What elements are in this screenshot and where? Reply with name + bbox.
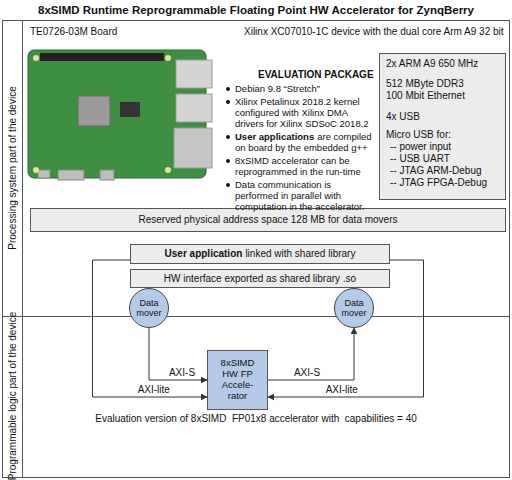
- usb-port: [176, 94, 212, 122]
- memory-chip: [120, 102, 140, 117]
- ps-pl-divider: [3, 316, 510, 317]
- node-text-holder: User applicationlinked with shared libra…: [131, 245, 389, 263]
- text-label: Xilinx XC07010-1C device with the dual c…: [244, 26, 504, 37]
- bullet-item: Data communication is performed in paral…: [226, 179, 376, 212]
- node-text-holder: Data mover: [129, 288, 169, 328]
- bullet-text: Xilinx Petalinux 2018.2 kernel configure…: [235, 96, 369, 129]
- text-label: EVALUATION PACKAGE: [258, 69, 374, 80]
- mounting-hole: [33, 167, 39, 173]
- bullet-text: User applications: [235, 131, 314, 142]
- bullet-dot: [226, 183, 230, 187]
- node-text-holder: 8xSIMD HW FP Accele- rator: [208, 351, 267, 409]
- hdmi-port: [58, 170, 84, 180]
- bullet-text: Debian 9.8 “Stretch”: [235, 83, 320, 94]
- bullet-list: Debian 9.8 “Stretch” Xilinx Petalinux 201…: [226, 83, 376, 214]
- node-text: Micro USB for:: [386, 129, 451, 141]
- bullet-item: 8xSIMD accelerator can be reprogrammed i…: [226, 155, 376, 177]
- mounting-hole: [33, 55, 39, 61]
- connector-line: [93, 260, 208, 397]
- text-label: Evaluation version of 8xSIMD FP01x8 acce…: [95, 413, 417, 424]
- mounting-hole: [165, 55, 171, 61]
- usb-port: [176, 60, 212, 88]
- soc-chip: [78, 96, 110, 126]
- connector-label: AXI-lite: [138, 384, 170, 395]
- node-text: 4x USB: [386, 111, 420, 123]
- application-box: User applicationlinked with shared libra…: [130, 244, 390, 264]
- connector-line: [268, 260, 424, 397]
- node-text-holder: Data mover: [334, 288, 374, 328]
- bullet-dot: [226, 159, 230, 163]
- ethernet-port: [174, 128, 212, 168]
- gpio-header: [40, 53, 164, 61]
- micro-usb-port: [38, 170, 50, 178]
- node-text: linked with shared library: [245, 248, 355, 260]
- circle-shape: [130, 289, 169, 328]
- diagram-title: 8xSIMD Runtime Reprogrammable Floating P…: [0, 4, 512, 16]
- bullet-dot: [226, 100, 230, 104]
- node-text-holder: HW interface exported as shared library …: [131, 270, 389, 287]
- data-mover-circle: Data mover: [129, 288, 169, 328]
- node-text: HW interface exported as shared library …: [164, 273, 356, 285]
- interface-box: HW interface exported as shared library …: [130, 269, 390, 288]
- node-text: Data mover: [132, 298, 166, 319]
- mounting-hole: [165, 167, 171, 173]
- node-text: 100 Mbit Ethernet: [386, 90, 465, 102]
- connector-label: AXI-S: [294, 367, 320, 378]
- board-illustration: [28, 50, 212, 180]
- bullet-dot: [226, 135, 230, 139]
- outer-frame: [3, 21, 510, 478]
- data-mover-circle: Data mover: [334, 288, 374, 328]
- bullet-text: Data communication is performed in paral…: [235, 179, 364, 212]
- connector-label: AXI-S: [169, 367, 195, 378]
- node-text: Reserved physical address space 128 MB f…: [138, 214, 397, 226]
- side-label: Programmable logic part of the device: [7, 256, 18, 480]
- node-text: 8xSIMD HW FP Accele- rator: [216, 358, 260, 402]
- node-text: -- USB UART: [390, 153, 450, 165]
- bullet-item: User applicationsare compiled on board b…: [226, 131, 376, 153]
- node-text: -- JTAG FPGA-Debug: [390, 177, 487, 189]
- node-text: Data mover: [337, 298, 371, 319]
- audio-port: [100, 170, 114, 180]
- bullet-text: 8xSIMD accelerator can be reprogrammed i…: [235, 155, 361, 177]
- side-label: Processing system part of the device: [7, 28, 18, 308]
- bullet-item: Xilinx Petalinux 2018.2 kernel configure…: [226, 96, 376, 129]
- connector-line: [149, 328, 207, 380]
- node-text-holder: Reserved physical address space 128 MB f…: [31, 209, 505, 231]
- side-strip-line: [22, 21, 23, 478]
- node-text: User application: [165, 248, 243, 260]
- bullet-dot: [226, 87, 230, 91]
- bullet-item: Debian 9.8 “Stretch”: [226, 83, 376, 94]
- node-text: 512 MByte DDR3: [386, 78, 464, 90]
- connector-line: [268, 328, 354, 380]
- circle-shape: [335, 289, 374, 328]
- text-label: TE0726-03M Board: [30, 26, 117, 37]
- spec-box: 2x ARM A9 650 MHz 512 MByte DDR3100 Mbit …: [379, 53, 506, 200]
- node-text: -- power input: [390, 141, 451, 153]
- node-text: -- JTAG ARM-Debug: [390, 165, 482, 177]
- connector-label: AXI-lite: [326, 384, 358, 395]
- node-text: 2x ARM A9 650 MHz: [386, 58, 478, 70]
- accelerator-box: 8xSIMD HW FP Accele- rator: [207, 350, 268, 410]
